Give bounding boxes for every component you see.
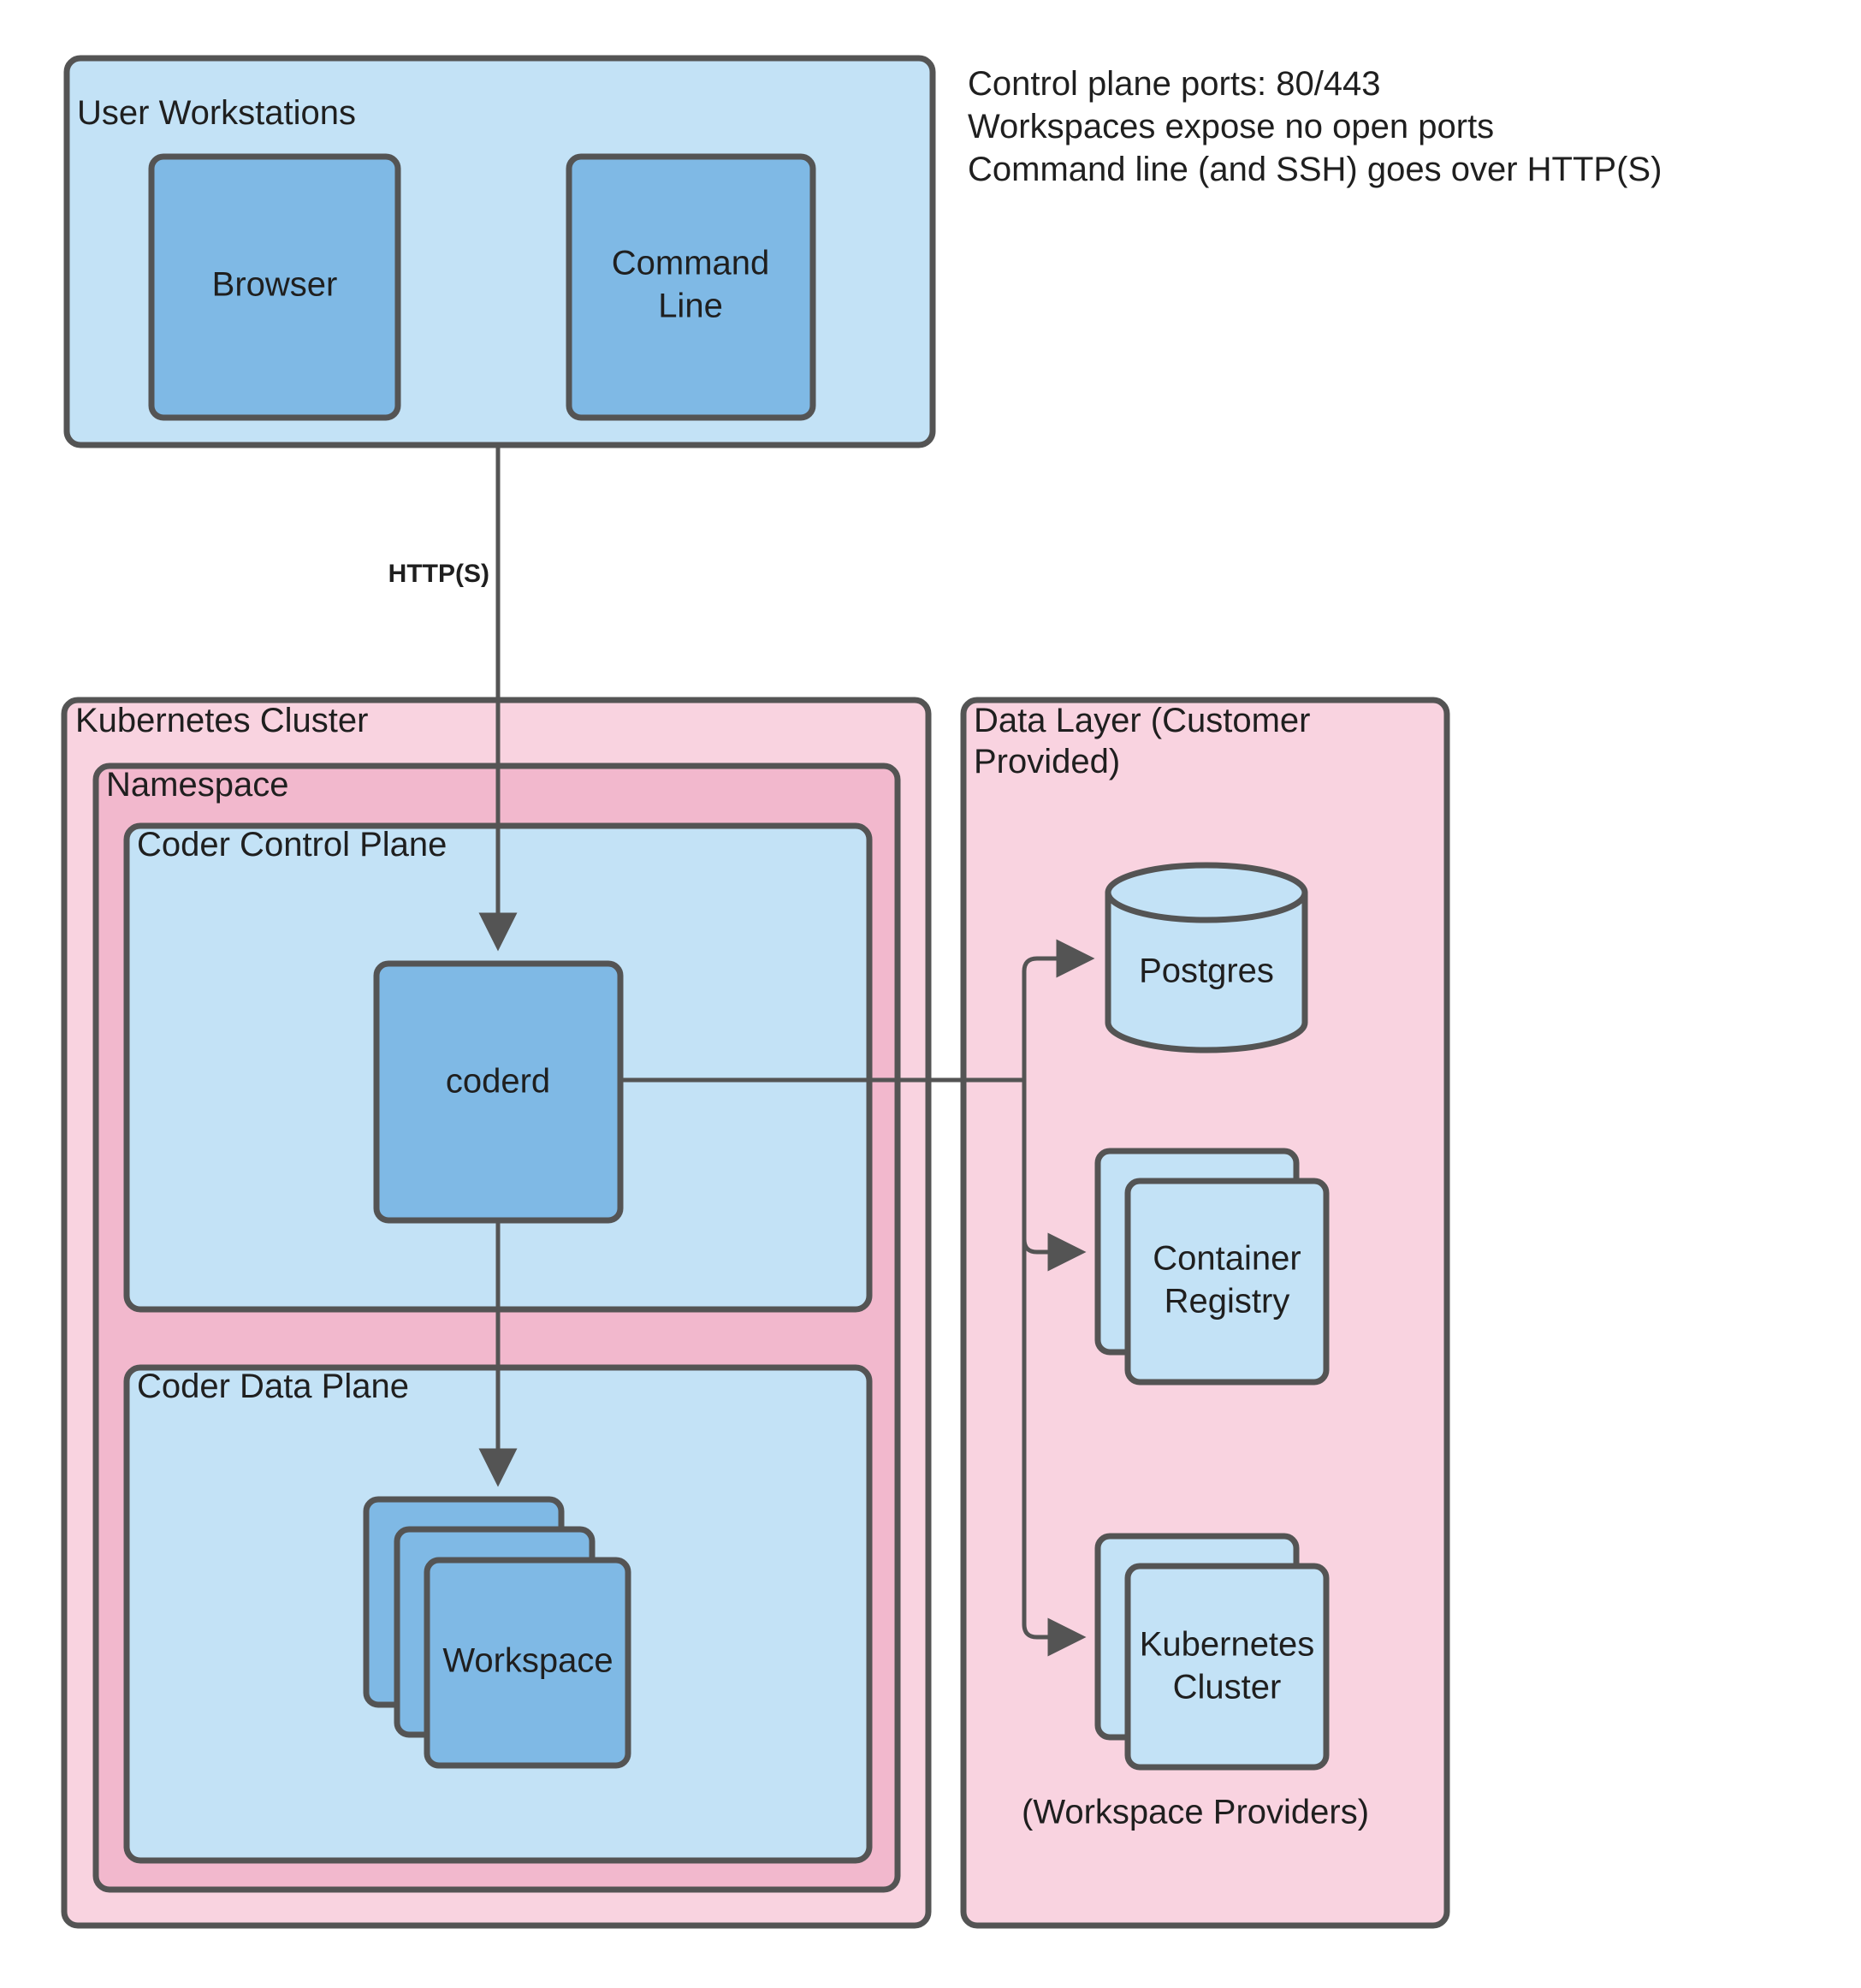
command-line-box xyxy=(566,153,816,421)
edge-coderd-to-data-layer xyxy=(620,939,1095,1657)
notes-block: Control plane ports: 80/443 Workspaces e… xyxy=(968,65,1662,188)
note-line-3: Command line (and SSH) goes over HTTP(S) xyxy=(968,151,1662,188)
kubernetes-cluster-provider-label-line1: Kubernetes xyxy=(1140,1626,1315,1664)
workspace-label: Workspace xyxy=(442,1642,613,1680)
node-command-line[interactable]: Command Line xyxy=(566,153,816,421)
note-line-1: Control plane ports: 80/443 xyxy=(968,65,1381,103)
user-workstations-label: User Workstations xyxy=(77,94,356,132)
container-registry-label-line2: Registry xyxy=(1165,1283,1290,1320)
kubernetes-cluster-label: Kubernetes Cluster xyxy=(75,702,368,739)
node-workspace-stack[interactable]: Workspace xyxy=(363,1496,631,1769)
edge-label-https: HTTP(S) xyxy=(388,560,489,588)
coder-data-plane-label: Coder Data Plane xyxy=(137,1368,409,1405)
node-container-registry[interactable]: Container Registry xyxy=(1094,1148,1330,1386)
workspace-providers-caption: (Workspace Providers) xyxy=(1022,1794,1369,1831)
coderd-label: coderd xyxy=(446,1063,550,1101)
data-layer-label-line1: Data Layer (Customer xyxy=(974,702,1310,739)
kubernetes-cluster-provider-box-front xyxy=(1124,1563,1330,1771)
container-registry-label-line1: Container xyxy=(1153,1240,1301,1278)
edge-branch-postgres xyxy=(1022,939,1095,1080)
node-coderd[interactable]: coderd xyxy=(373,960,624,1224)
command-line-label-line1: Command xyxy=(612,245,770,282)
container-registry-box-front xyxy=(1124,1178,1330,1386)
data-layer-label-line2: Provided) xyxy=(974,743,1120,780)
coder-control-plane-label: Coder Control Plane xyxy=(137,826,447,863)
browser-label: Browser xyxy=(212,266,338,304)
postgres-label: Postgres xyxy=(1139,952,1274,990)
edge-workstations-to-coderd: HTTP(S) xyxy=(388,445,518,952)
kubernetes-cluster-provider-label-line2: Cluster xyxy=(1173,1669,1282,1706)
note-line-2: Workspaces expose no open ports xyxy=(968,108,1494,145)
namespace-label: Namespace xyxy=(106,766,288,804)
node-postgres[interactable]: Postgres xyxy=(1105,862,1308,1053)
workspace-box-front xyxy=(424,1557,631,1769)
postgres-cylinder-body xyxy=(1105,889,1308,1053)
browser-box xyxy=(148,153,401,421)
postgres-cylinder-top xyxy=(1105,862,1308,923)
command-line-label-line2: Line xyxy=(658,288,723,325)
node-kubernetes-cluster-provider[interactable]: Kubernetes Cluster xyxy=(1094,1533,1330,1771)
node-browser[interactable]: Browser xyxy=(148,153,401,421)
edge-branch-kubernetes-cluster xyxy=(1022,1080,1087,1657)
